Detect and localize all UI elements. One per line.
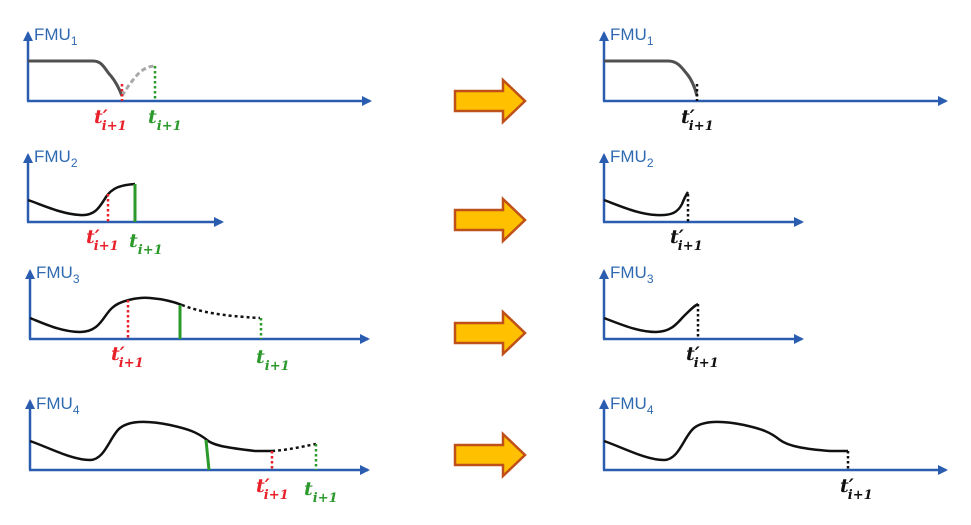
fmu1-label: FMU1 <box>610 25 654 48</box>
t-prime-label: t′i+1 <box>681 106 714 134</box>
fmu2-label: FMU2 <box>610 147 654 170</box>
right-arrow-icon <box>453 431 527 479</box>
fmu4-label: FMU4 <box>36 394 80 417</box>
t-prime-label: t′i+1 <box>111 343 144 371</box>
state-curve <box>603 302 699 334</box>
intermediate-marker <box>204 439 211 471</box>
t-prime-label: t′i+1 <box>686 343 719 371</box>
t-label: ti+1 <box>256 346 290 374</box>
t-prime-label: t′i+1 <box>94 106 127 134</box>
panel-fmu1-before: FMU1 t′i+1 ti+1 <box>23 25 372 134</box>
right-arrow-icon <box>453 309 527 357</box>
fmu3-label: FMU3 <box>36 263 80 286</box>
discarded-curve <box>181 303 261 320</box>
state-curve <box>603 191 690 217</box>
right-arrow-icon <box>453 196 527 244</box>
panel-fmu4-before: FMU4 t′i+1 ti+1 <box>25 394 370 506</box>
state-curve <box>27 182 136 217</box>
state-curve <box>604 59 699 97</box>
fmu3-label: FMU3 <box>610 263 654 286</box>
state-curve <box>603 420 848 462</box>
t-prime-label: t′i+1 <box>670 226 703 254</box>
panel-fmu3-before: FMU3 t′i+1 ti+1 <box>25 263 370 374</box>
t-prime-label: t′i+1 <box>86 226 119 254</box>
panel-fmu4-after: FMU4 t′i+1 <box>599 394 948 503</box>
fmu2-label: FMU2 <box>34 147 78 170</box>
t-label: ti+1 <box>304 478 338 506</box>
right-arrow-icon <box>453 77 527 125</box>
t-label: ti+1 <box>148 106 182 134</box>
panel-fmu3-after: FMU3 t′i+1 <box>599 263 804 371</box>
state-curve <box>28 59 124 97</box>
state-curve <box>29 420 272 462</box>
t-prime-label: t′i+1 <box>840 475 873 503</box>
panel-fmu2-after: FMU2 t′i+1 <box>599 147 804 254</box>
panel-fmu2-before: FMU2 t′i+1 ti+1 <box>23 147 224 258</box>
discarded-curve <box>120 64 156 97</box>
discarded-curve <box>271 442 317 453</box>
t-prime-label: t′i+1 <box>256 475 289 503</box>
state-curve <box>29 296 183 334</box>
panel-fmu1-after: FMU1 t′i+1 <box>599 25 948 134</box>
fmu4-label: FMU4 <box>610 394 654 417</box>
t-label: ti+1 <box>129 230 163 258</box>
fmu1-label: FMU1 <box>34 25 78 48</box>
